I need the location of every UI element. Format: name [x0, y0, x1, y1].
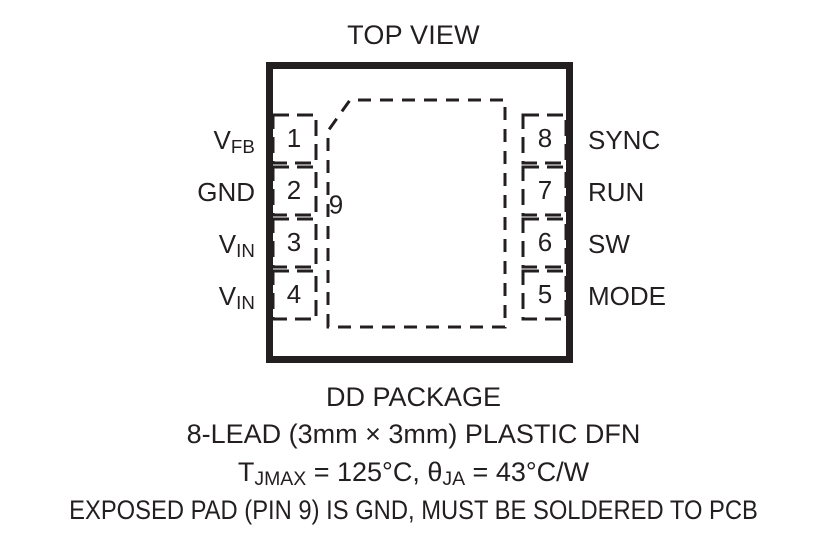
- package-body-edge: [266, 62, 573, 363]
- pin-label-vfb: VFB: [140, 125, 255, 156]
- page-title: TOP VIEW: [347, 20, 480, 50]
- thermal-theta-subscript: JA: [442, 468, 466, 491]
- pin-label-mode: MODE: [588, 283, 666, 309]
- pin-pad-7: [521, 165, 568, 217]
- pin-label-vin-3-main: V: [218, 229, 237, 259]
- thermal-theta-value: = 43°C/W: [465, 457, 590, 487]
- pin-label-sync-main: SYNC: [588, 125, 661, 155]
- pin-pad-6: [521, 217, 568, 269]
- caption-exposed-pad-note: EXPOSED PAD (PIN 9) IS GND, MUST BE SOLD…: [69, 495, 758, 525]
- pin-number-1: 1: [287, 123, 301, 153]
- pin-label-vin-4: VIN: [140, 281, 255, 312]
- thermal-tj-subscript: JMAX: [254, 468, 307, 491]
- pin-label-gnd: GND: [140, 179, 255, 205]
- pin-label-vin-3: VIN: [140, 229, 255, 260]
- pin-label-vin-3-sub: IN: [236, 240, 255, 262]
- pin-label-vfb-main: V: [213, 125, 231, 155]
- pin-label-vin-4-sub: IN: [236, 292, 255, 314]
- pin-label-run-main: RUN: [588, 177, 645, 207]
- caption-lead-description: 8-LEAD (3mm × 3mm) PLASTIC DFN: [186, 419, 641, 449]
- pin-label-sw: SW: [588, 231, 630, 257]
- exposed-pad-outline: [326, 98, 507, 329]
- thermal-tj-symbol: T: [237, 457, 255, 487]
- pin-label-sw-main: SW: [588, 229, 630, 259]
- pin-number-8: 8: [538, 123, 552, 153]
- pin-number-4: 4: [287, 279, 301, 309]
- pin-number-5: 5: [538, 279, 552, 309]
- pin-label-mode-main: MODE: [588, 281, 666, 311]
- pin-number-2: 2: [287, 175, 301, 205]
- pin-label-run: RUN: [588, 179, 644, 205]
- pin-label-sync: SYNC: [588, 127, 660, 153]
- pin-pad-5: [521, 269, 568, 321]
- pin-pad-8: [521, 113, 568, 165]
- thermal-theta-symbol: θ: [427, 457, 443, 487]
- pin-label-gnd-main: GND: [197, 177, 255, 207]
- pin-number-6: 6: [538, 227, 552, 257]
- pin-label-vin-4-main: V: [218, 281, 237, 311]
- pin-number-7: 7: [538, 175, 552, 205]
- pin-label-vfb-sub: FB: [230, 136, 255, 158]
- caption-thermal-spec: TJMAX = 125°C, θJA = 43°C/W: [0, 457, 827, 489]
- pin-number-3: 3: [287, 227, 301, 257]
- thermal-tj-value: = 125°C,: [306, 457, 428, 487]
- caption-package-name: DD PACKAGE: [325, 382, 502, 412]
